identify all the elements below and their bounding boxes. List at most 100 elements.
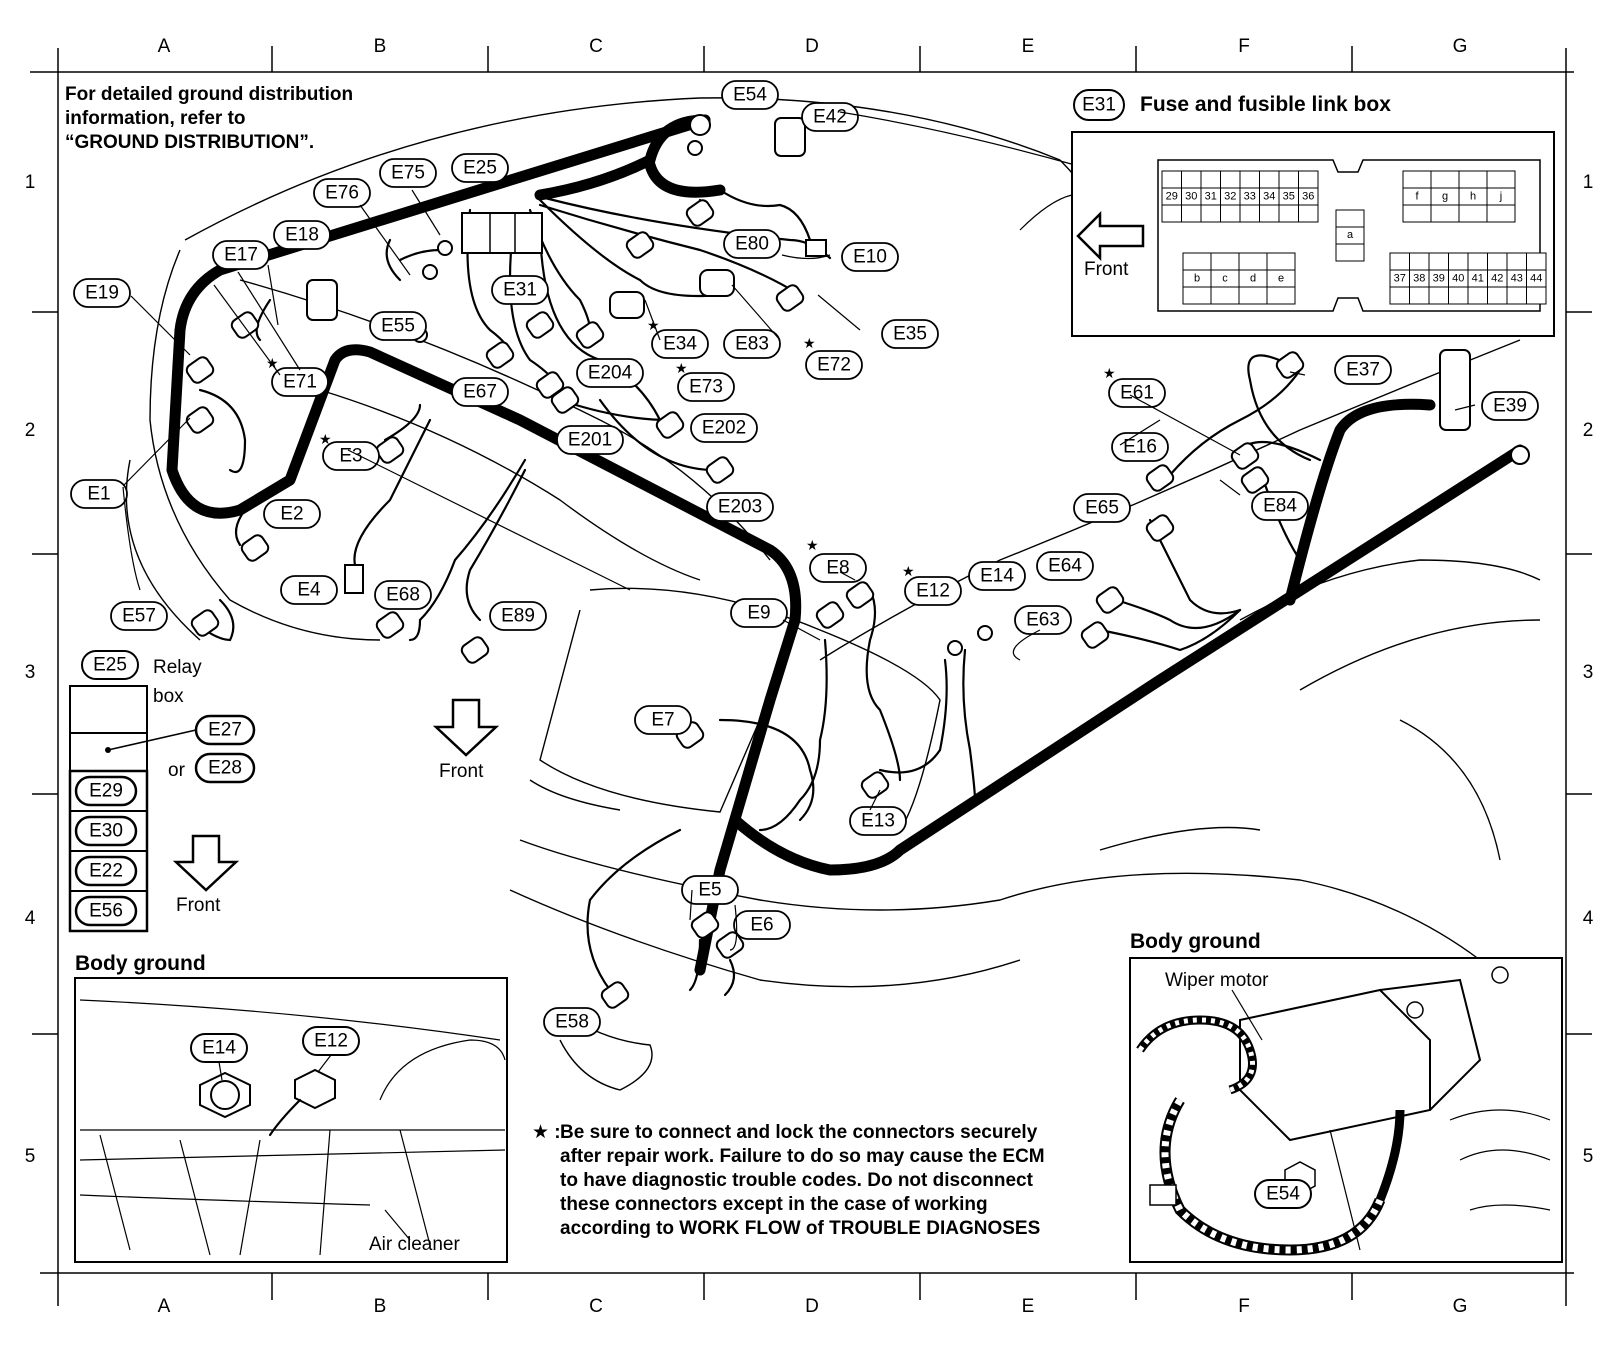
relay-stack-tag: E30 xyxy=(74,815,138,847)
connector-tag: E201 xyxy=(556,425,624,455)
wiper-motor-caption: Wiper motor xyxy=(1165,970,1269,991)
plug-connector xyxy=(375,436,405,464)
connector-tag-text: E12 xyxy=(916,581,950,602)
caution-line: Be sure to connect and lock the connecto… xyxy=(560,1122,1038,1143)
connector-tag-text: E65 xyxy=(1085,498,1119,519)
connector-tag-text: E80 xyxy=(735,234,769,255)
fuse-cell-label: 36 xyxy=(1302,191,1314,203)
fuse-cell-label: 39 xyxy=(1433,273,1445,285)
connector-tag: E57 xyxy=(110,601,168,631)
column-labels-top: A B C D E F G xyxy=(158,36,1468,57)
fuse-cell-label: 30 xyxy=(1185,191,1197,203)
relay-front-arrow-icon xyxy=(172,834,240,892)
connector-bodies xyxy=(306,114,1530,594)
plug-connector xyxy=(600,981,630,1009)
connector-star-mark: ★ xyxy=(902,563,915,579)
fuse-cell-label: 38 xyxy=(1413,273,1425,285)
plug-connector xyxy=(1240,466,1270,494)
connector-tag-text: E203 xyxy=(718,497,762,518)
connector-tag: E84 xyxy=(1251,491,1309,521)
plug-connector xyxy=(1095,586,1125,614)
plug-connector xyxy=(655,411,685,439)
small-plug-connectors xyxy=(185,140,1305,1009)
connector-tag: E35 xyxy=(881,319,939,349)
row-label: 2 xyxy=(1583,420,1594,441)
ground-note-line-3: “GROUND DISTRIBUTION”. xyxy=(65,132,314,153)
connector-tag: E39 xyxy=(1481,391,1539,421)
connector-tag: E5 xyxy=(681,875,739,905)
e18-connector-body xyxy=(306,279,338,321)
connector-tag: E58 xyxy=(543,1007,601,1037)
connector-tag: E13 xyxy=(849,806,907,836)
fuse-cell-label: 37 xyxy=(1394,273,1406,285)
connector-tag: E64 xyxy=(1036,551,1094,581)
plug-connector xyxy=(815,601,845,629)
row-label: 1 xyxy=(1583,172,1594,193)
connector-tag: E42 xyxy=(801,102,859,132)
connector-tag: E18 xyxy=(273,220,331,250)
e4-connector-body xyxy=(344,564,364,594)
connector-tag: E54 xyxy=(721,80,779,110)
connector-tag: E203 xyxy=(706,492,774,522)
body-ground-right-inset: Body ground Wiper motor E54 xyxy=(1129,930,1563,1263)
connector-tag: E1 xyxy=(70,479,128,509)
fuse-box-title: Fuse and fusible link box xyxy=(1140,93,1391,116)
connector-tag: E68 xyxy=(374,580,432,610)
connector-tag-text: E6 xyxy=(750,915,773,936)
caution-line: these connectors except in the case of w… xyxy=(560,1194,988,1215)
plug-connector xyxy=(775,284,805,312)
fuse-cell-label: 43 xyxy=(1511,273,1523,285)
connector-tag-text: E10 xyxy=(853,247,887,268)
body-ground-left-tag: E14 xyxy=(190,1033,248,1063)
connector-tag-text: E76 xyxy=(325,183,359,204)
column-label: F xyxy=(1238,1296,1250,1317)
relay-stack-tag-text: E22 xyxy=(89,861,123,882)
row-label: 1 xyxy=(25,172,36,193)
ground-note-line-1: For detailed ground distribution xyxy=(65,84,353,105)
center-front-arrow-icon xyxy=(432,698,500,757)
fuse-box-tag: E31 xyxy=(1073,89,1125,121)
connector-tag: E83 xyxy=(723,329,781,359)
connector-tag: E9 xyxy=(730,598,788,628)
row-label: 4 xyxy=(1583,908,1594,929)
column-label: A xyxy=(158,1296,171,1317)
connector-tag-text: E8 xyxy=(826,558,849,579)
body-ground-left-tag-text: E12 xyxy=(314,1031,348,1052)
connector-star-mark: ★ xyxy=(266,355,279,371)
e10-connector-body xyxy=(805,239,827,257)
e34-connector-body xyxy=(609,291,645,319)
plug-connector xyxy=(685,199,715,227)
connector-tag: E80 xyxy=(723,229,781,259)
plug-connector xyxy=(860,771,890,799)
connector-tag: E17 xyxy=(212,240,270,270)
connector-tag: E3 xyxy=(322,441,380,471)
plug-connector xyxy=(845,581,875,609)
body-ground-right-tag: E54 xyxy=(1254,1179,1312,1209)
relay-stack-tag-text: E30 xyxy=(89,821,123,842)
column-label: A xyxy=(158,36,171,57)
connector-star-mark: ★ xyxy=(319,431,332,447)
connector-tag-text: E57 xyxy=(122,606,156,627)
connector-tag-text: E67 xyxy=(463,382,497,403)
connector-tag-text: E34 xyxy=(663,334,697,355)
column-label: B xyxy=(374,1296,387,1317)
relay-box-tag-text: E25 xyxy=(93,655,127,676)
plug-connector xyxy=(1230,442,1260,470)
fuse-cell-label: 42 xyxy=(1491,273,1503,285)
connector-tag-text: E201 xyxy=(568,430,612,451)
fuse-cell-label: e xyxy=(1278,273,1284,285)
column-label: G xyxy=(1453,36,1468,57)
caution-line: to have diagnostic trouble codes. Do not… xyxy=(560,1170,1034,1191)
air-cleaner-caption: Air cleaner xyxy=(369,1234,460,1255)
connector-tag: E12 xyxy=(904,576,962,606)
connector-star-mark: ★ xyxy=(803,335,816,351)
fuse-cell-label: 44 xyxy=(1530,273,1542,285)
connector-tag-text: E61 xyxy=(1120,383,1154,404)
row-label: 5 xyxy=(1583,1146,1594,1167)
connector-tag-text: E63 xyxy=(1026,610,1060,631)
connector-star-mark: ★ xyxy=(1103,365,1116,381)
connector-tag: E4 xyxy=(280,575,338,605)
connector-tag-text: E72 xyxy=(817,355,851,376)
connector-tag: E61 xyxy=(1108,378,1166,408)
body-ground-left-tag-text: E14 xyxy=(202,1038,236,1059)
